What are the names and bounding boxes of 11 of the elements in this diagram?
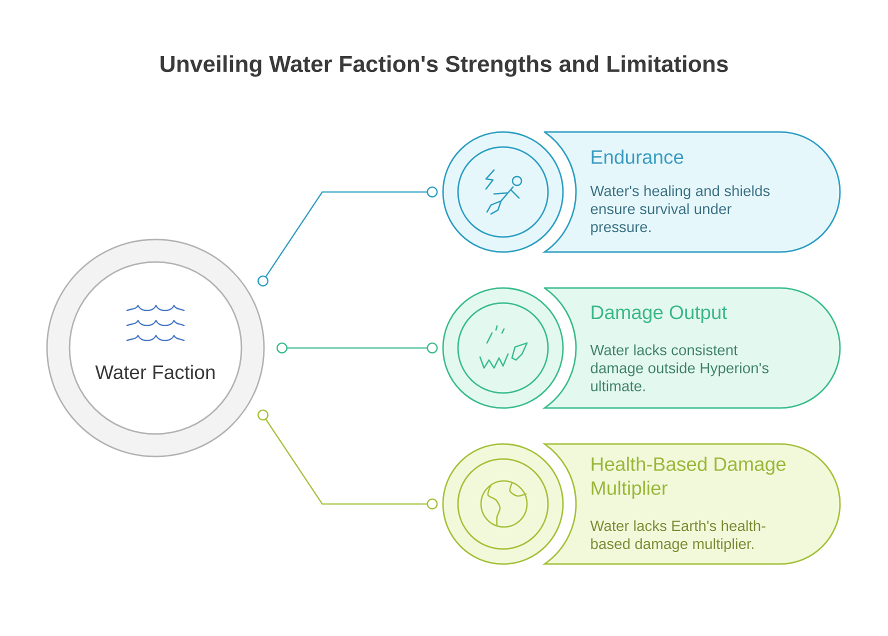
card-heading: Damage Output: [592, 305, 727, 324]
connector: [258, 410, 438, 510]
connector: [276, 342, 438, 354]
card-text: Water's healing and shields ensure survival under pressure.: [590, 185, 770, 236]
card-text: Water lacks consistent damage outside Hyperion's ultimate.: [590, 344, 769, 392]
hub-label: Water Faction: [95, 364, 215, 380]
card-text: Water lacks Earth's health-based damage multiplier.: [590, 520, 766, 552]
card-heading: Endurance: [592, 150, 684, 164]
card-heading: Health-Based Damage Multiplier: [592, 456, 786, 499]
connector: [258, 186, 438, 286]
title: Unveiling Water Faction's Strengths and Limitations: [160, 55, 728, 77]
